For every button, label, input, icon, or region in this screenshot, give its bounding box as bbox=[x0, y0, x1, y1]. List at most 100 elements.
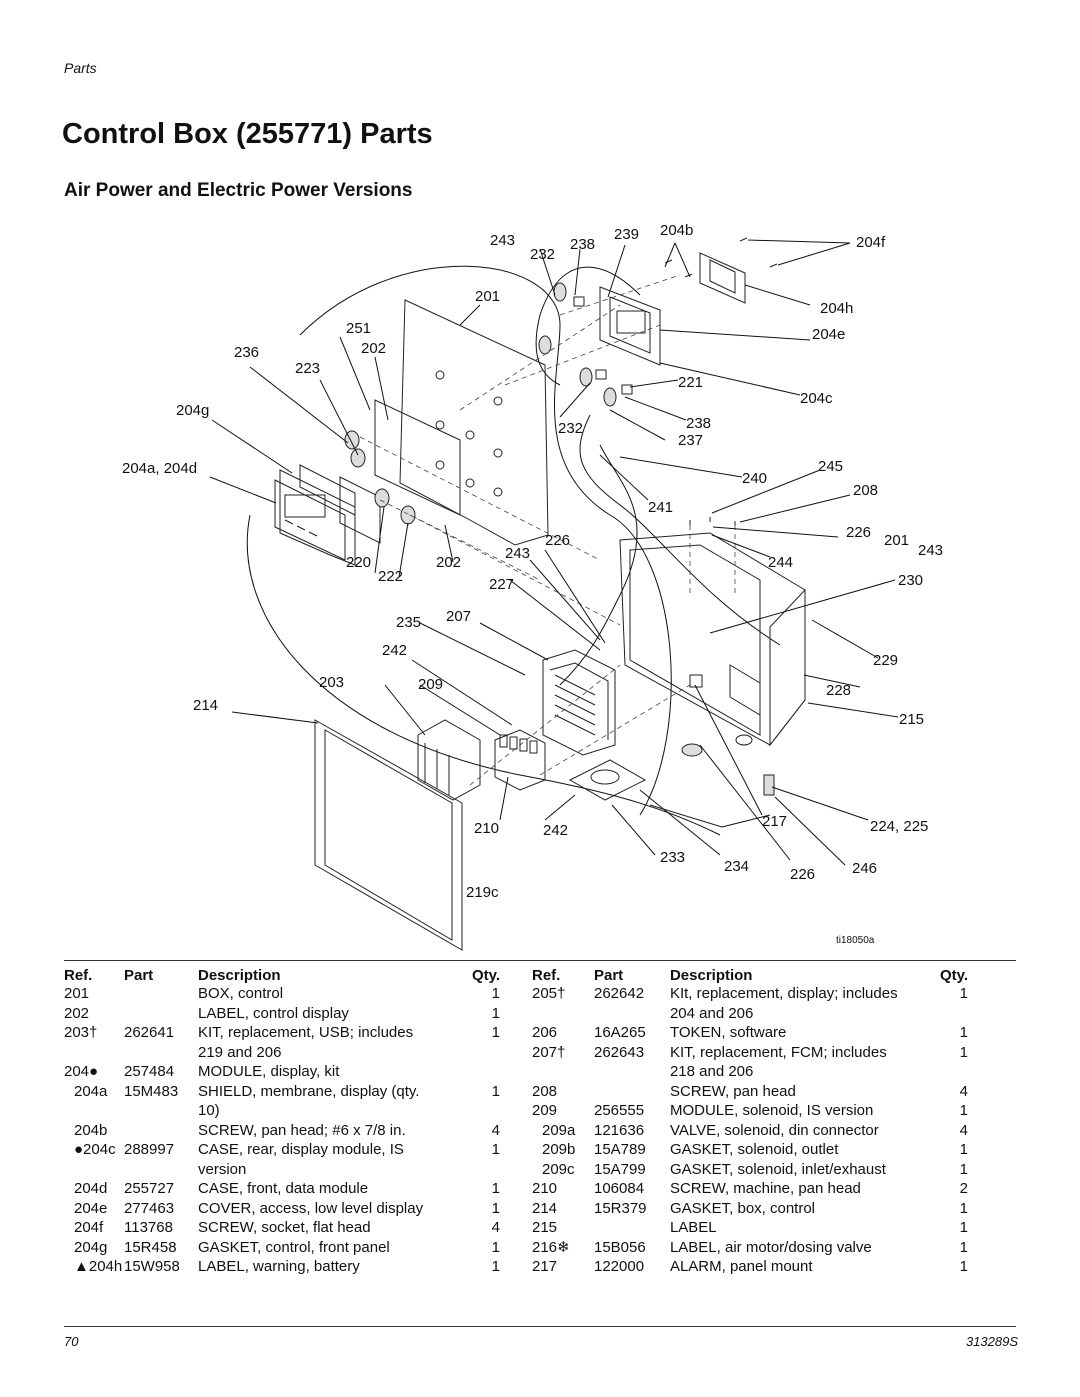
callout-label: 243 bbox=[918, 542, 943, 559]
callout-label: 226 bbox=[790, 866, 815, 883]
parts-row: 218 and 206 bbox=[532, 1062, 968, 1082]
col-qty: Qty. bbox=[471, 967, 500, 984]
description-cell: version bbox=[198, 1160, 247, 1178]
ref-cell: 204a bbox=[74, 1082, 108, 1100]
callout-label: 232 bbox=[558, 420, 583, 437]
parts-row: version bbox=[64, 1160, 500, 1180]
ref-cell: 214 bbox=[532, 1199, 558, 1217]
description-cell: COVER, access, low level display bbox=[198, 1199, 424, 1217]
callout-label: 204e bbox=[812, 326, 845, 343]
ref-cell: 209c bbox=[542, 1160, 575, 1178]
callout-label: 226 bbox=[545, 532, 570, 549]
callout-label: 201 bbox=[475, 288, 500, 305]
callout-label: 209 bbox=[418, 676, 443, 693]
callout-label: 251 bbox=[346, 320, 371, 337]
part-number-cell: 255727 bbox=[124, 1180, 175, 1197]
control-box bbox=[619, 532, 806, 747]
ref-cell: 210 bbox=[532, 1180, 558, 1197]
callout-label: 204g bbox=[176, 402, 209, 419]
parts-row: 202 LABEL, control display 1 bbox=[64, 1004, 500, 1024]
callout-label: 217 bbox=[762, 813, 787, 830]
part-number-cell bbox=[124, 1160, 198, 1180]
solenoid-module bbox=[494, 729, 546, 791]
ref-cell bbox=[532, 1062, 594, 1082]
token-plate bbox=[568, 759, 647, 801]
callout-label: 233 bbox=[660, 849, 685, 866]
description-cell: 218 and 206 bbox=[669, 1063, 754, 1080]
parts-row: ●204c 288997 CASE, rear, display module, I… bbox=[64, 1140, 500, 1160]
callout-label: 238 bbox=[686, 415, 711, 432]
box-gasket bbox=[324, 729, 453, 941]
description-cell: CASE, rear, display module, IS bbox=[198, 1141, 404, 1158]
callout-label: 219c bbox=[466, 884, 499, 901]
ref-cell: 204e bbox=[74, 1199, 108, 1217]
callout-label: 246 bbox=[852, 860, 877, 877]
callout-label: 207 bbox=[446, 608, 471, 625]
qty-cell: 1 bbox=[491, 1082, 500, 1100]
col-ref: Ref. bbox=[532, 967, 561, 984]
part-number-cell: 113768 bbox=[124, 1219, 173, 1236]
description-cell: LABEL, control display bbox=[198, 1004, 349, 1022]
ref-cell: ●204c bbox=[74, 1141, 116, 1158]
qty-cell: 1 bbox=[491, 1258, 500, 1275]
col-ref: Ref. bbox=[64, 967, 93, 984]
col-description: Description bbox=[198, 967, 281, 984]
fitting bbox=[763, 774, 775, 796]
description-cell: LABEL, warning, battery bbox=[198, 1258, 360, 1275]
qty-cell bbox=[940, 1004, 968, 1024]
part-number-cell bbox=[594, 1218, 670, 1238]
ref-cell: 209b bbox=[542, 1141, 576, 1158]
part-number-cell: 288997 bbox=[124, 1141, 175, 1158]
description-cell: VALVE, solenoid, din connector bbox=[669, 1121, 879, 1139]
ref-cell: 217 bbox=[532, 1258, 558, 1275]
ref-cell bbox=[64, 1101, 124, 1121]
callout-label: 240 bbox=[742, 470, 767, 487]
leader-lines bbox=[209, 239, 899, 866]
qty-cell: 1 bbox=[959, 1258, 968, 1275]
description-cell: ALARM, panel mount bbox=[669, 1258, 813, 1275]
description-cell: SCREW, pan head bbox=[669, 1082, 796, 1100]
qty-cell: 1 bbox=[491, 1141, 500, 1158]
ref-cell: 204b bbox=[74, 1121, 108, 1139]
col-qty: Qty. bbox=[939, 967, 968, 984]
callout-label: 204f bbox=[856, 234, 886, 251]
description-cell: SCREW, pan head; #6 x 7/8 in. bbox=[198, 1121, 406, 1139]
callout-label: 220 bbox=[346, 554, 371, 571]
callout-label: 242 bbox=[382, 642, 407, 659]
description-cell: GASKET, solenoid, inlet/exhaust bbox=[669, 1160, 886, 1178]
ref-cell: 209 bbox=[532, 1102, 558, 1119]
callout-label: 237 bbox=[678, 432, 703, 449]
part-number-cell bbox=[124, 1121, 198, 1141]
callout-label: 243 bbox=[490, 232, 515, 249]
qty-cell: 4 bbox=[959, 1121, 968, 1139]
qty-cell: 1 bbox=[491, 1024, 500, 1041]
col-part: Part bbox=[124, 967, 154, 984]
qty-cell: 1 bbox=[491, 1238, 500, 1256]
qty-cell: 1 bbox=[959, 1043, 968, 1061]
qty-cell: 1 bbox=[491, 1004, 500, 1022]
ref-cell: 206 bbox=[532, 1024, 558, 1041]
part-number-cell: 15W958 bbox=[124, 1258, 180, 1275]
ref-cell: 202 bbox=[64, 1004, 90, 1022]
callout-label: 208 bbox=[853, 482, 878, 499]
part-number-cell: 262643 bbox=[593, 1043, 645, 1061]
part-number-cell: 15A789 bbox=[593, 1141, 646, 1158]
screws bbox=[664, 237, 778, 526]
display-module-rear bbox=[538, 252, 746, 407]
part-number-cell: 15M483 bbox=[124, 1082, 179, 1100]
callout-label: 201 bbox=[884, 532, 909, 549]
callout-label: 230 bbox=[898, 572, 923, 589]
callout-label: 210 bbox=[474, 820, 499, 837]
parts-row: 204 and 206 bbox=[532, 1004, 968, 1024]
part-number-cell: 106084 bbox=[593, 1180, 645, 1197]
callout-label: 242 bbox=[543, 822, 568, 839]
part-number-cell bbox=[594, 1082, 670, 1102]
callout-label: 204h bbox=[820, 300, 853, 317]
